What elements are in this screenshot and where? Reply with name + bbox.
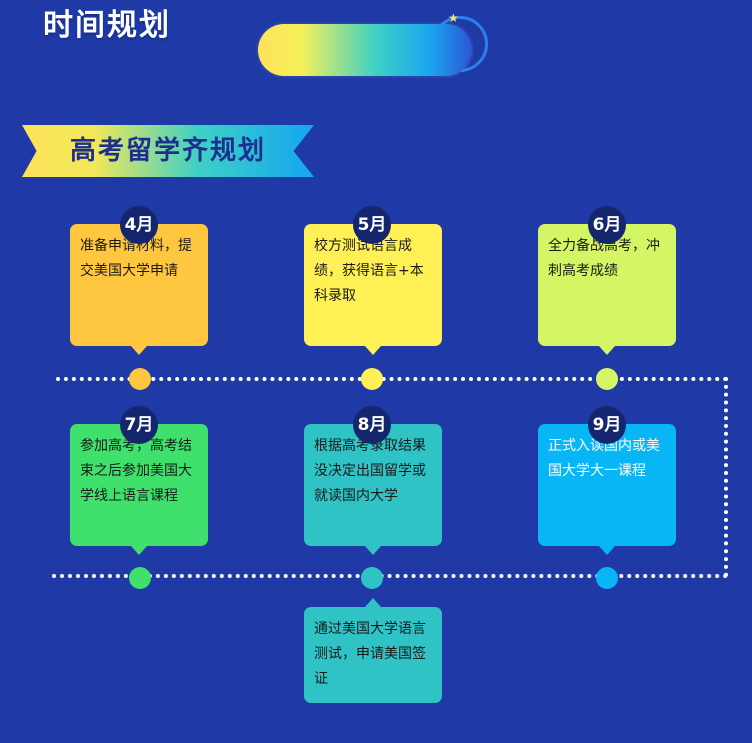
- card-pointer: [131, 546, 147, 555]
- page-title: 时间规划: [43, 8, 171, 43]
- timeline-card-text: 通过美国大学语言测试，申请美国签证: [314, 621, 426, 687]
- timeline-node-aug: [361, 567, 383, 589]
- timeline-card-text: 正式入读国内或美国大学大一课程: [548, 438, 660, 479]
- timeline-card-may: 校方测试语言成绩，获得语言+本科录取: [304, 224, 442, 355]
- timeline-node-apr: [129, 368, 151, 390]
- timeline-line-connector: [724, 377, 728, 577]
- timeline-node-may: [361, 368, 383, 390]
- timeline-line-row2: [52, 574, 728, 578]
- card-pointer: [599, 346, 615, 355]
- card-pointer: [365, 598, 381, 607]
- card-pointer: [365, 346, 381, 355]
- month-badge-apr: 4月: [120, 206, 158, 244]
- timeline-card-text: 校方测试语言成绩，获得语言+本科录取: [314, 238, 424, 304]
- section-title: 高考留学齐规划: [69, 136, 266, 166]
- section-ribbon: [22, 125, 314, 177]
- timeline-card-jul: 参加高考，高考结束之后参加美国大学线上语言课程: [70, 424, 208, 555]
- timeline-node-jun: [596, 368, 618, 390]
- timeline-card-text: 全力备战高考，冲刺高考成绩: [548, 238, 660, 279]
- month-badge-sep: 9月: [588, 406, 626, 444]
- month-badge-aug: 8月: [353, 406, 391, 444]
- timeline-card-text: 准备申请材料，提交美国大学申请: [80, 238, 192, 279]
- card-pointer: [599, 546, 615, 555]
- card-pointer: [131, 346, 147, 355]
- timeline-card-sep: 正式入读国内或美国大学大一课程: [538, 424, 676, 555]
- timeline-card-jun: 全力备战高考，冲刺高考成绩: [538, 224, 676, 355]
- timeline-node-jul: [129, 567, 151, 589]
- month-badge-may: 5月: [353, 206, 391, 244]
- timeline-card-text: 参加高考，高考结束之后参加美国大学线上语言课程: [80, 438, 192, 504]
- month-badge-jun: 6月: [588, 206, 626, 244]
- month-badge-jul: 7月: [120, 406, 158, 444]
- timeline-card-text: 根据高考录取结果没决定出国留学或就读国内大学: [314, 438, 426, 504]
- star-icon: ★: [448, 11, 459, 25]
- timeline-card-visa: 通过美国大学语言测试，申请美国签证: [304, 598, 442, 703]
- card-pointer: [365, 546, 381, 555]
- timeline-card-aug: 根据高考录取结果没决定出国留学或就读国内大学: [304, 424, 442, 555]
- timeline-node-sep: [596, 567, 618, 589]
- timeline-card-apr: 准备申请材料，提交美国大学申请: [70, 224, 208, 355]
- title-banner: [258, 24, 472, 76]
- timeline-line-row1: [56, 377, 728, 381]
